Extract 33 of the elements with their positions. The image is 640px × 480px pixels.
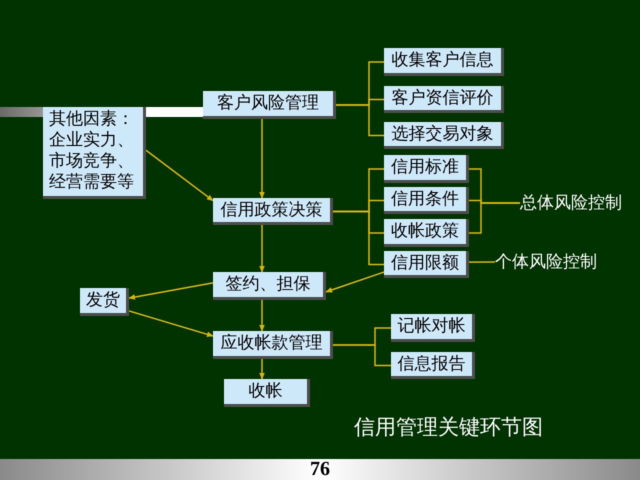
- arrow: [259, 300, 265, 332]
- process-box: 选择交易对象: [384, 122, 504, 149]
- arrow: [146, 150, 214, 202]
- process-box: 收集客户信息: [384, 48, 504, 76]
- arrow: [259, 359, 265, 380]
- process-box: 客户资信评价: [384, 86, 504, 113]
- annotation-text: 个体风险控制: [495, 251, 597, 273]
- connector-line: [333, 210, 384, 266]
- process-box: 应收帐款管理: [213, 331, 333, 359]
- arrow: [128, 282, 214, 300]
- process-box: 信息报告: [391, 352, 475, 379]
- process-box: 收帐政策: [384, 219, 469, 247]
- process-box: 信用标准: [384, 155, 469, 183]
- process-box: 记帐对帐: [391, 314, 475, 342]
- page-number: 76: [310, 459, 330, 480]
- process-box: 收帐: [224, 379, 310, 407]
- annotation-text: 总体风险控制: [520, 192, 622, 214]
- connector-line: [336, 104, 384, 136]
- arrow: [259, 225, 265, 272]
- note-box: 其他因素：企业实力、市场竞争、经营需要等: [43, 107, 146, 199]
- connector-line: [469, 261, 495, 263]
- connector-line: [469, 202, 520, 234]
- process-box: 客户风险管理: [203, 91, 336, 119]
- process-box: 签约、担保: [213, 272, 326, 300]
- process-box: 信用条件: [384, 187, 469, 214]
- process-box: 发货: [80, 288, 129, 316]
- process-box: 信用限额: [384, 251, 469, 278]
- arrow: [259, 119, 265, 198]
- arrow: [326, 271, 384, 293]
- caption-text: 信用管理关键环节图: [354, 414, 543, 440]
- process-box: 信用政策决策: [213, 198, 333, 225]
- connector-line: [333, 344, 391, 366]
- arrow: [128, 310, 214, 337]
